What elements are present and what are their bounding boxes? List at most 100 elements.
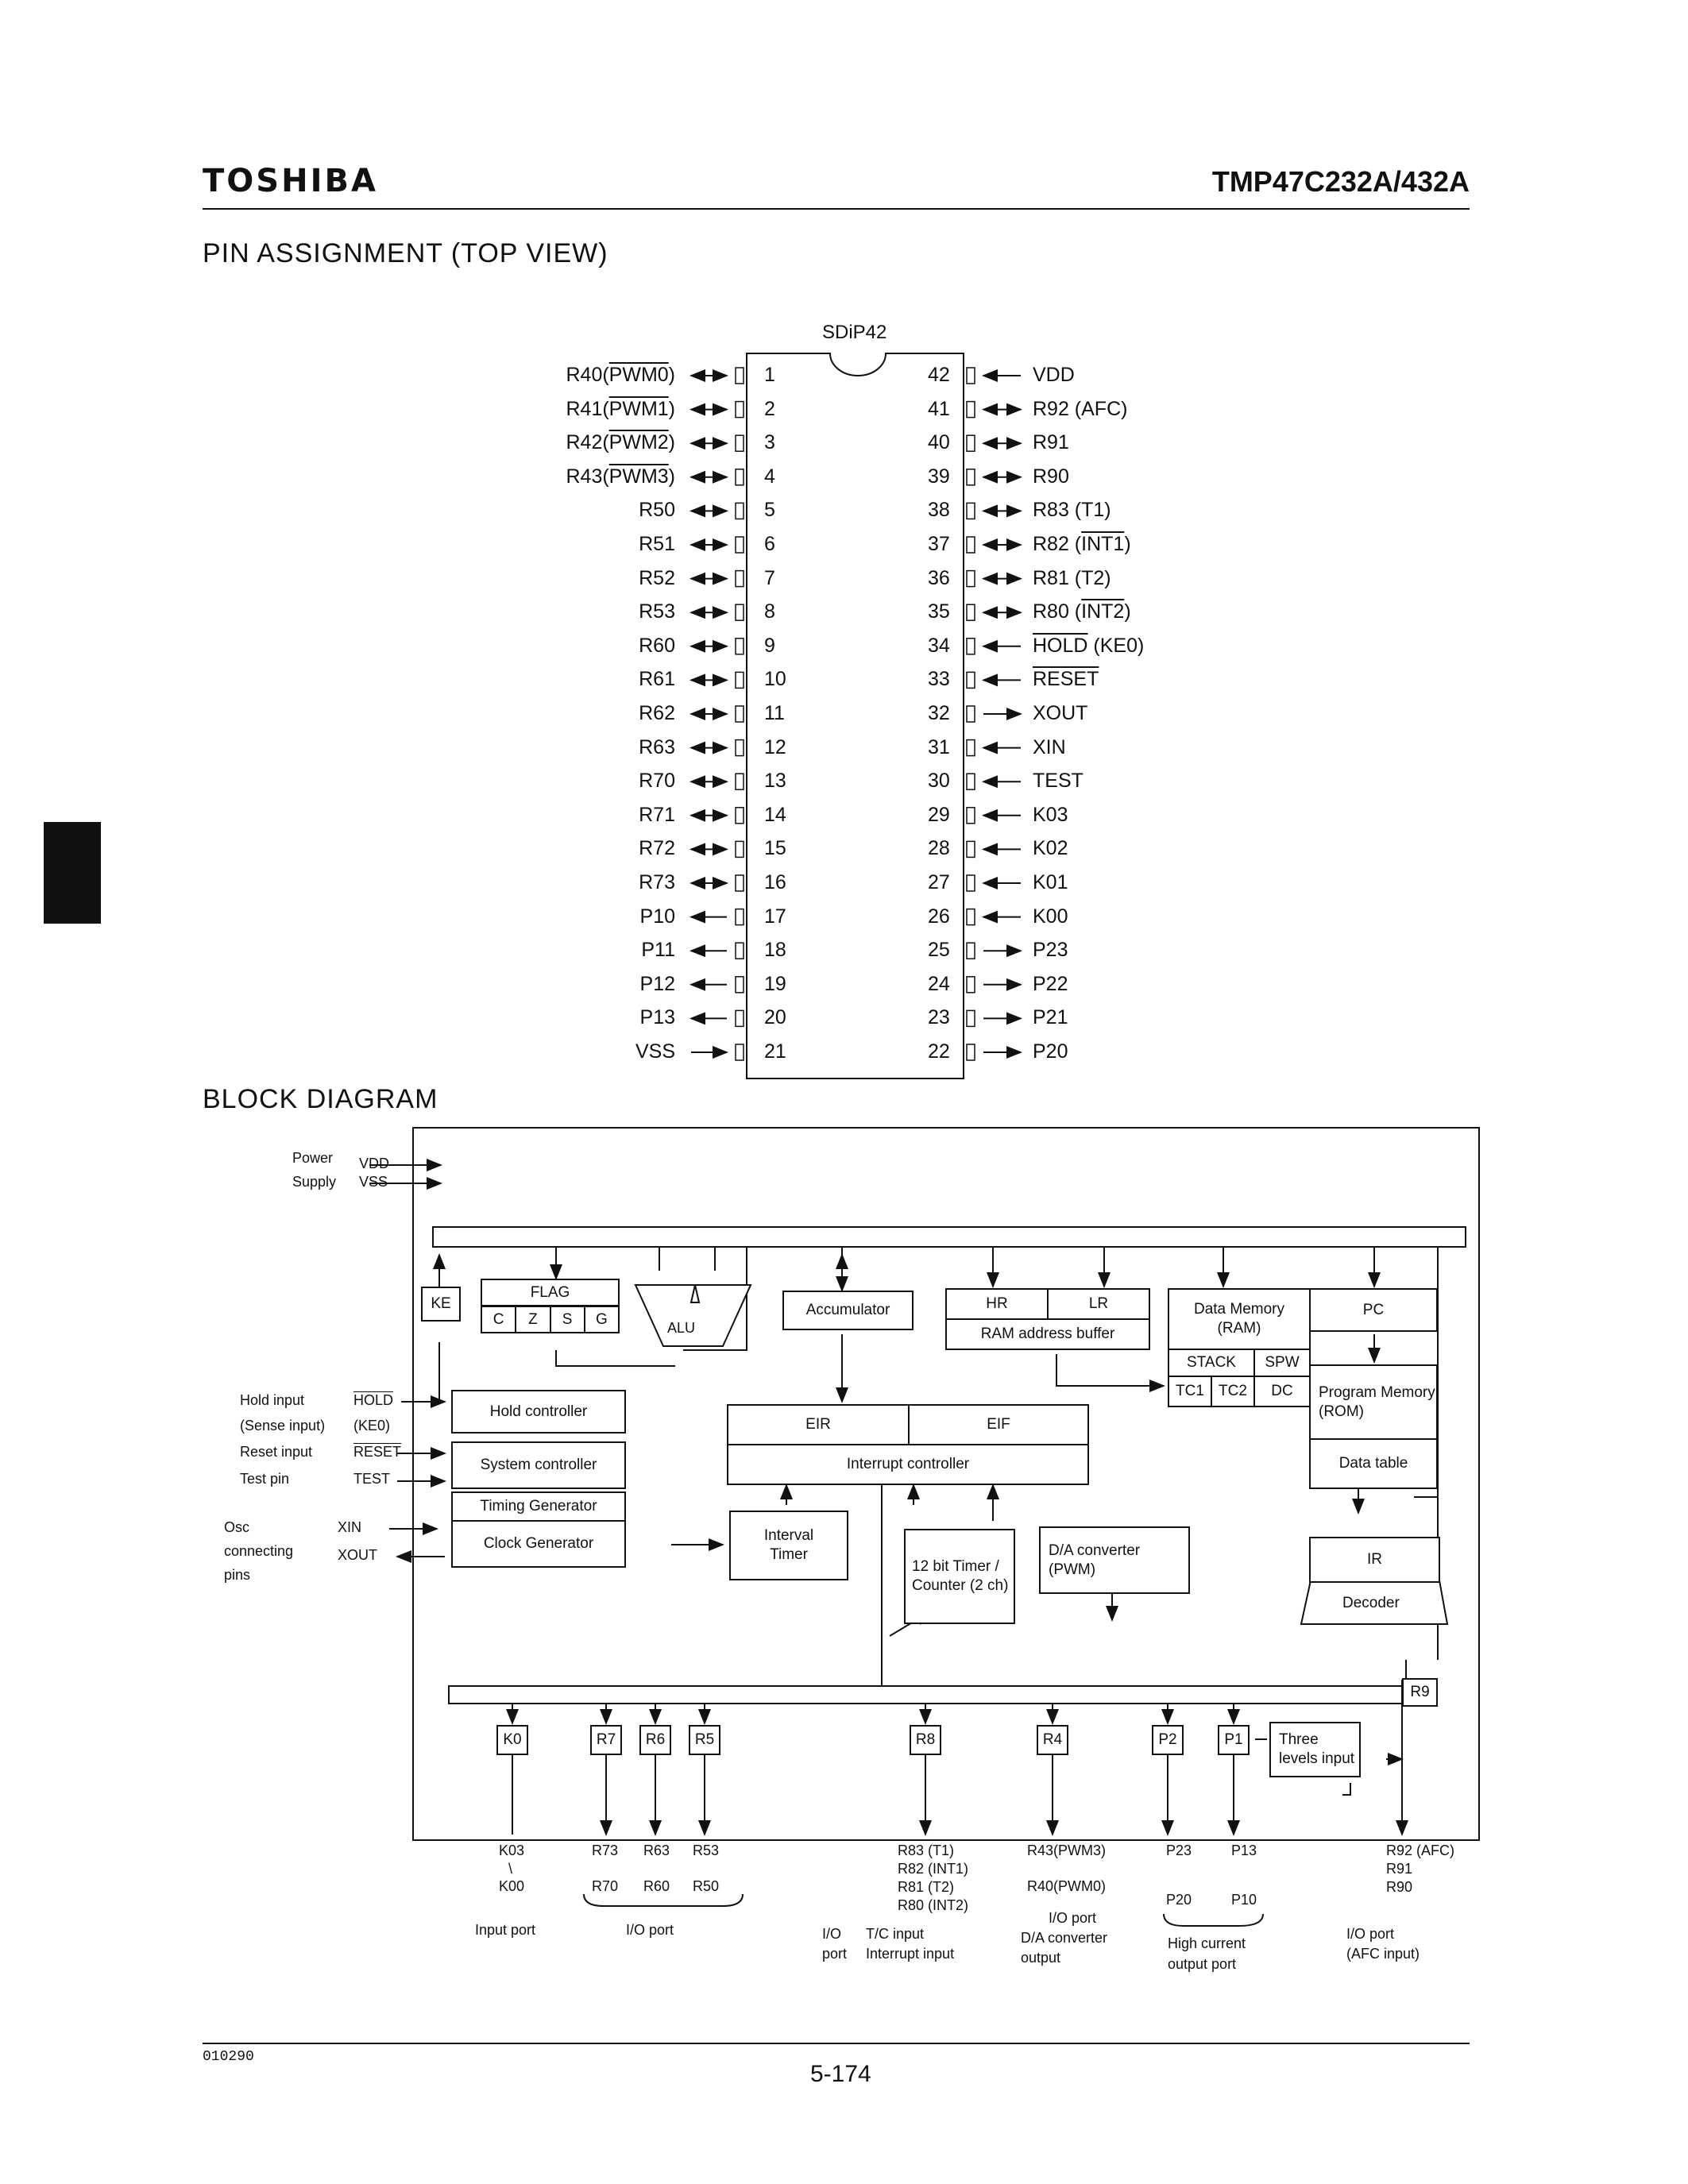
pin-label-13: R70 [639,770,675,793]
test-pin-label: Test pin [240,1471,290,1487]
pin-label-41: R92 (AFC) [1033,397,1128,420]
pin-label-27: K01 [1033,871,1068,893]
pin-number-23: 23 [928,1006,950,1029]
afc-input-label: (AFC input) [1346,1946,1420,1962]
pin-label-38: R83 (T1) [1033,499,1111,522]
pin-number-38: 38 [928,499,950,522]
reset-pin-label: RESET [353,1444,402,1460]
pin-number-11: 11 [764,702,785,724]
tc-input-label: T/C input [866,1926,925,1942]
r70-label: R70 [592,1878,619,1894]
xin-label: XIN [338,1519,362,1535]
pin-label-40: R91 [1033,431,1069,454]
system-controller-block: System controller [451,1441,626,1489]
pin-label-11: R62 [639,702,675,724]
alu-label: ALU [667,1320,696,1336]
hold-pin-label: HOLD [353,1392,394,1408]
pin-number-32: 32 [928,702,950,724]
r91-label: R91 [1386,1861,1413,1877]
flag-bit-c: C [481,1306,517,1333]
chip-outline [689,353,1022,1079]
pin-number-16: 16 [764,871,786,893]
interrupt-input-label: Interrupt input [866,1946,955,1962]
package-label: SDiP42 [822,322,887,343]
ke0-label: (KE0) [353,1418,391,1433]
pin-label-19: P12 [639,972,675,995]
p23-label: P23 [1166,1843,1192,1858]
block-diagram-title: BLOCK DIAGRAM [203,1084,438,1114]
pin-number-29: 29 [928,803,950,826]
p20-label: P20 [1166,1892,1192,1908]
ke-block: KE [421,1287,461,1322]
pin-label-12: R63 [639,735,675,758]
pin-label-10: R61 [639,668,675,691]
pin-number-8: 8 [764,600,775,623]
pin-label-6: R51 [639,533,675,555]
pin-number-21: 21 [764,1040,786,1063]
pin-number-36: 36 [928,566,950,589]
spw-block: SPW [1253,1349,1311,1377]
output-label: output [1021,1950,1061,1966]
pin-number-28: 28 [928,837,950,860]
pin-label-17: P10 [639,905,675,928]
pin-number-3: 3 [764,431,775,454]
pin-label-4: R43(PWM3) [566,465,675,488]
page-tab-marker [44,822,101,924]
accumulator-block: Accumulator [782,1291,914,1330]
pin-number-2: 2 [764,397,775,420]
timer-counter-block: 12 bit Timer / Counter (2 ch) [904,1529,1015,1624]
port-r4: R4 [1037,1725,1068,1755]
pin-number-30: 30 [928,770,950,793]
pin-label-9: R60 [639,634,675,657]
pin-assignment-title: PIN ASSIGNMENT (TOP VIEW) [203,238,608,268]
pin-number-6: 6 [764,533,775,555]
flag-block: FLAG [481,1279,620,1306]
r92-label: R92 (AFC) [1386,1843,1455,1858]
lr-block: LR [1047,1288,1150,1320]
pin-label-16: R73 [639,871,675,893]
k-range-dash: \ [508,1861,513,1877]
pin-number-4: 4 [764,465,775,488]
pin-number-15: 15 [764,837,786,860]
pin-label-7: R52 [639,566,675,589]
io-label: I/O [822,1926,842,1942]
tc1-block: TC1 [1168,1376,1212,1407]
pin-label-33: RESET [1033,668,1099,691]
pin-label-29: K03 [1033,803,1068,826]
timing-generator-block: Timing Generator [451,1491,626,1522]
input-port-label: Input port [475,1922,536,1938]
eir-block: EIR [727,1404,910,1445]
header-rule [203,208,1470,210]
pin-number-39: 39 [928,465,950,488]
pin-label-14: R71 [639,803,675,826]
output-port-label: output port [1168,1956,1237,1972]
r73-label: R73 [592,1843,619,1858]
pin-label-25: P23 [1033,939,1068,962]
pin-number-34: 34 [928,634,950,657]
pin-number-22: 22 [928,1040,950,1063]
reset-input-label: Reset input [240,1444,313,1460]
dc-block: DC [1253,1376,1311,1407]
r9-block: R9 [1402,1678,1438,1707]
p13-label: P13 [1231,1843,1257,1858]
decoder-label: Decoder [1342,1595,1400,1611]
flag-bit-g: G [583,1306,620,1333]
r90-label: R90 [1386,1879,1413,1895]
pins-label: pins [224,1567,251,1583]
port-r8: R8 [910,1725,941,1755]
r63-label: R63 [643,1843,670,1858]
pin-label-8: R53 [639,600,675,623]
pin-number-7: 7 [764,566,775,589]
r82-label: R82 (INT1) [898,1861,969,1877]
ram-address-buffer: RAM address buffer [945,1318,1150,1350]
ir-block: IR [1309,1537,1440,1583]
pin-number-40: 40 [928,431,950,454]
r83-label: R83 (T1) [898,1843,955,1858]
r53-label: R53 [693,1843,720,1858]
pin-number-25: 25 [928,939,950,962]
pin-number-20: 20 [764,1006,786,1029]
pin-number-1: 1 [764,364,775,386]
pin-number-41: 41 [928,397,950,420]
test-label: TEST [353,1471,391,1487]
port-r7: R7 [590,1725,622,1755]
